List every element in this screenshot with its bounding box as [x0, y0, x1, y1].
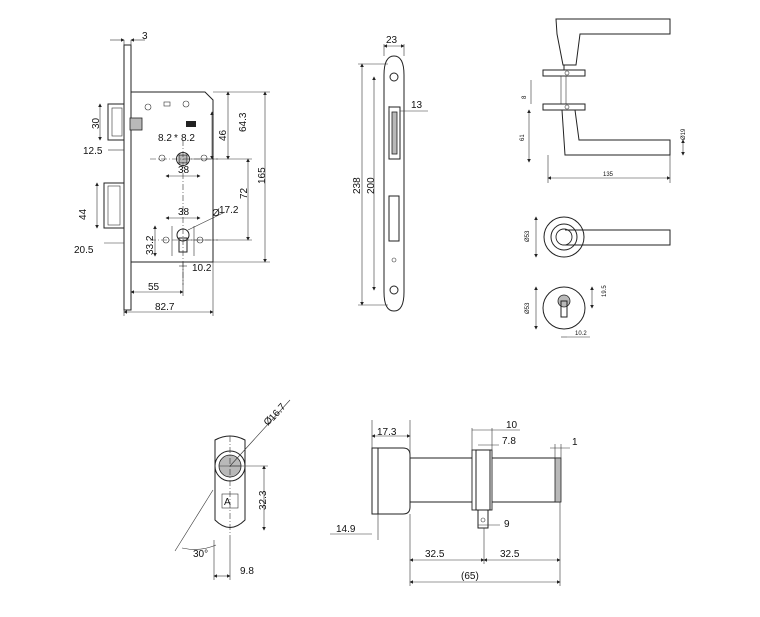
lower-lever-handle: [561, 109, 671, 156]
dim-72: 72: [239, 187, 250, 199]
cylinder-front-outline: [214, 435, 246, 528]
dim-8-2-left: 8.2: [158, 133, 172, 144]
dim-forend-3: 3: [142, 31, 148, 42]
svg-text:A: A: [224, 497, 231, 508]
dim-238: 238: [352, 177, 363, 194]
dim-135: 135: [603, 172, 614, 178]
faceplate-outline: [383, 55, 405, 312]
screw-hole-right: [200, 154, 208, 162]
dim-9-8: 9.8: [240, 566, 254, 577]
dim-17-3: 17.3: [377, 427, 397, 438]
lock-case-outline: [130, 91, 214, 263]
latch-follower: [129, 117, 143, 131]
dim-10: 10: [506, 420, 518, 431]
dim-latch-30: 30: [91, 117, 102, 129]
dim-23: 23: [386, 35, 398, 46]
dim-10-2: 10.2: [192, 263, 212, 274]
dim-32-3: 32.3: [258, 490, 269, 510]
dim-8: 8: [522, 95, 528, 99]
dim-82-7: 82.7: [155, 302, 175, 313]
dim-latch-12-5: 12.5: [83, 146, 103, 157]
lock-forend-plate: [123, 44, 132, 311]
small-lever: [186, 121, 196, 127]
cylinder-side-view: 17.3 10 7.8 1 14.9 9 32.5 32.5 (65): [330, 420, 578, 586]
dim-32-5-right: 32.5: [500, 549, 520, 560]
handle-side-view: 8 61 135 Ø19: [520, 18, 687, 183]
dim-19-5: 19.5: [602, 285, 608, 297]
lock-body-view: 3 30 12.5 44 20.5 8.2 * 8.2 38 46 64.3 7…: [74, 31, 270, 316]
screw-hole-left: [158, 154, 166, 162]
dim-deadbolt-44: 44: [78, 208, 89, 220]
svg-text:*: *: [174, 133, 178, 144]
escutcheon-view: Ø53 19.5 10.2: [525, 285, 608, 338]
faceplate-view: 23 13 238 200: [352, 35, 428, 312]
svg-text:Ø: Ø: [212, 208, 220, 219]
dim-64-3: 64.3: [238, 112, 249, 132]
dim-200: 200: [366, 177, 377, 194]
upper-rose: [542, 69, 586, 77]
dead-bolt: [103, 182, 125, 229]
dim-61: 61: [520, 134, 526, 141]
lower-rose: [542, 103, 586, 111]
dim-65: (65): [461, 571, 479, 582]
dim-55: 55: [148, 282, 160, 293]
upper-lever-handle: [555, 18, 671, 66]
dim-7-8: 7.8: [502, 436, 516, 447]
dim-30-deg: 30°: [193, 549, 208, 560]
dim-escutcheon-10-2: 10.2: [575, 331, 587, 337]
dim-13: 13: [411, 100, 423, 111]
dim-17-2: 17.2: [219, 205, 239, 216]
dim-14-9: 14.9: [336, 524, 356, 535]
dim-33-2: 33.2: [145, 235, 156, 255]
dim-o19: Ø19: [681, 128, 687, 140]
dim-38-top: 38: [178, 165, 190, 176]
escutcheon-circle: [542, 286, 586, 330]
cam: [477, 509, 489, 529]
dim-165: 165: [257, 167, 268, 184]
dim-deadbolt-20-5: 20.5: [74, 245, 94, 256]
dim-escutcheon-o53: Ø53: [525, 302, 531, 314]
dim-38-bottom: 38: [178, 207, 190, 218]
dim-46: 46: [218, 129, 229, 141]
latch-bolt: [107, 103, 125, 141]
deadbolt-opening: [388, 195, 400, 242]
latch-opening: [388, 106, 401, 160]
handle-top-lever: [565, 229, 671, 246]
dim-1: 1: [572, 437, 578, 448]
dim-32-5-left: 32.5: [425, 549, 445, 560]
dim-8-2-right: 8.2: [181, 133, 195, 144]
thumb-turn-knob: [377, 447, 411, 515]
dim-9: 9: [504, 519, 510, 530]
dim-handle-o53: Ø53: [525, 230, 531, 242]
handle-top-view: Ø53: [525, 216, 671, 258]
handle-rose-circle: [543, 216, 585, 258]
cylinder-front-view: A Ø 16.7 32.3 30° 9.8: [174, 399, 291, 580]
